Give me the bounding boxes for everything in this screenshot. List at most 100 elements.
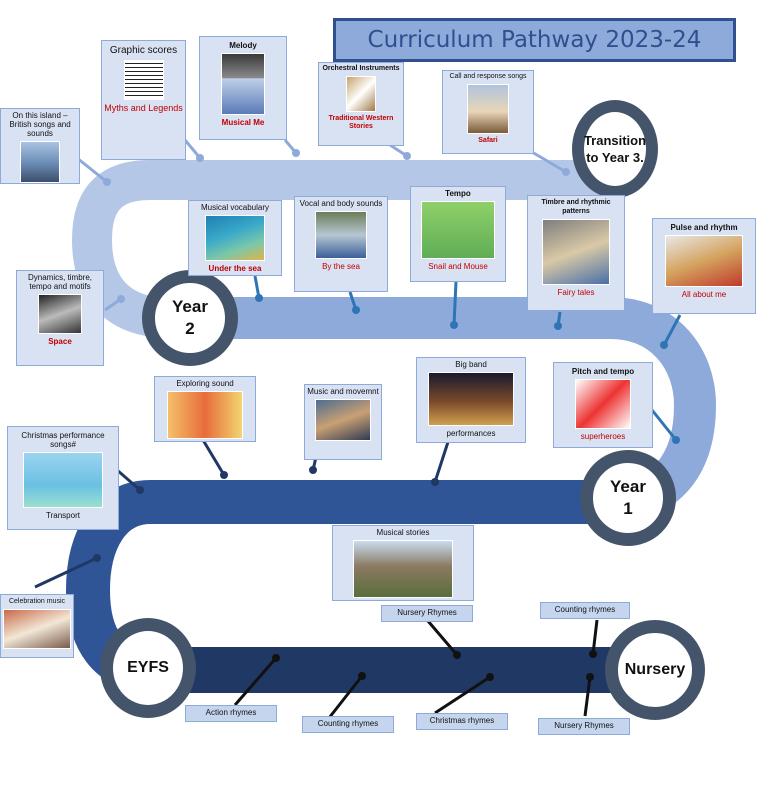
card-stories: Musical stories	[332, 525, 474, 601]
castle-photo	[353, 540, 453, 598]
connector-dot-orchestral	[403, 152, 411, 160]
astronaut-photo	[38, 294, 82, 334]
clapping-children-photo	[315, 399, 371, 441]
page-title: Curriculum Pathway 2023-24	[333, 18, 736, 62]
connector-exploring	[201, 439, 226, 476]
card-melody: Melody Musical Me	[199, 36, 287, 140]
connector-dot-christmas-rhymes	[486, 673, 494, 681]
stage-eyfs-label: EYFS	[127, 659, 169, 676]
card-vocal-title: Vocal and body sounds	[299, 199, 383, 208]
card-bigband-title: Big band	[455, 360, 487, 369]
card-bigband: Big band performances	[416, 357, 526, 443]
card-pitch-subtitle: superheroes	[580, 432, 626, 441]
label-counting-bottom: Counting rhymes	[302, 716, 394, 733]
label-christmas-rhymes: Christmas rhymes	[416, 713, 508, 730]
superhero-cartoon	[575, 379, 631, 429]
card-pitch: Pitch and tempo superheroes	[553, 362, 653, 448]
stage-year2-line1: Year	[172, 297, 208, 316]
card-vocab-subtitle: Under the sea	[208, 264, 262, 273]
connector-dot-vocal	[352, 306, 360, 314]
connector-tempo	[452, 281, 458, 326]
card-movement: Music and movemnt	[304, 384, 382, 460]
label-nursery-rhymes-top: Nursery Rhymes	[381, 605, 473, 622]
safari-photo	[467, 84, 509, 134]
connector-dot-bigband	[431, 478, 439, 486]
connector-dot-nursery-bottom	[586, 673, 594, 681]
card-callresp-title: Call and response songs	[449, 73, 527, 80]
connector-pitch	[650, 409, 678, 441]
card-melody-subtitle: Musical Me	[221, 118, 265, 127]
children-music-photo	[665, 235, 743, 287]
card-exploring-title: Exploring sound	[176, 379, 234, 388]
stage-transition: Transition to Year 3.	[572, 100, 658, 198]
connector-dot-timbre	[554, 322, 562, 330]
connector-dot-melody	[292, 149, 300, 157]
connector-dot-graphic	[196, 154, 204, 162]
label-counting-top: Counting rhymes	[540, 602, 630, 619]
card-vocab: Musical vocabulary Under the sea	[188, 200, 282, 276]
sheet-music-photo	[123, 60, 164, 100]
card-tempo-subtitle: Snail and Mouse	[428, 262, 488, 271]
band-stage-photo	[428, 372, 514, 426]
card-vocal: Vocal and body sounds By the sea	[294, 196, 388, 292]
connector-dot-celebration	[93, 554, 101, 562]
transport-cartoon	[23, 452, 103, 508]
connector-dot-island	[103, 178, 111, 186]
connector-dot-safari	[562, 168, 570, 176]
card-island-title: On this island – British songs and sound…	[9, 111, 71, 138]
beach-huts-photo	[20, 141, 60, 183]
connector-action	[233, 657, 278, 706]
label-nursery-rhymes-bottom: Nursery Rhymes	[538, 718, 630, 735]
card-tempo-title: Tempo	[445, 189, 471, 198]
card-stories-title: Musical stories	[376, 528, 430, 537]
connector-nursery-rhymes-bottom	[583, 676, 592, 717]
connector-christmas-rhymes	[434, 675, 491, 715]
connector-dot-movement	[309, 466, 317, 474]
card-graphic-title: Graphic scores	[109, 45, 178, 56]
connector-dot-christmas	[136, 486, 144, 494]
snail-mouse-cartoon	[421, 201, 495, 259]
singing-faces-cartoon	[167, 391, 243, 439]
connector-dot-vocab	[255, 294, 263, 302]
card-pulse-title: Pulse and rhythm	[670, 223, 738, 232]
card-christmas-title: Christmas performance songs#	[21, 431, 105, 449]
connector-bigband	[433, 441, 450, 483]
label-action: Action rhymes	[185, 705, 277, 722]
card-dynamics-subtitle: Space	[48, 337, 72, 346]
card-vocab-title: Musical vocabulary	[200, 203, 270, 212]
connector-dot-pulse	[660, 341, 668, 349]
connector-celebration	[34, 556, 98, 589]
children-beach-photo	[315, 211, 367, 259]
card-pitch-title: Pitch and tempo	[571, 367, 635, 376]
card-timbre: Timbre and rhythmic patterns Fairy tales	[527, 195, 625, 311]
card-timbre-subtitle: Fairy tales	[557, 288, 595, 297]
connector-dot-exploring	[220, 471, 228, 479]
stage-year1: Year 1	[580, 450, 676, 546]
card-tempo: Tempo Snail and Mouse	[410, 186, 506, 282]
card-graphic: Graphic scores Myths and Legends	[101, 40, 186, 160]
card-pulse-subtitle: All about me	[681, 290, 727, 299]
card-orchestral-title: Orchestral Instruments	[322, 65, 400, 72]
connector-pulse	[662, 314, 682, 346]
connector-nursery-rhymes-top	[426, 620, 459, 656]
card-celebration-title: Celebration music	[8, 598, 66, 605]
stage-year2: Year 2	[142, 270, 238, 366]
card-vocal-subtitle: By the sea	[322, 262, 360, 271]
card-callresp: Call and response songs Safari	[442, 70, 534, 154]
connector-dot-counting-bottom	[358, 672, 366, 680]
card-callresp-subtitle: Safari	[478, 137, 498, 144]
coral-reef-photo	[205, 215, 265, 261]
road-lane-top	[71, 160, 612, 338]
stage-transition-label: Transition to Year 3.	[583, 133, 647, 165]
card-pulse: Pulse and rhythm All about me	[652, 218, 756, 314]
boy-singing-photo	[221, 53, 265, 115]
card-christmas-subtitle: Transport	[46, 511, 80, 520]
card-bigband-subtitle: performances	[446, 429, 496, 438]
card-timbre-title: Timbre and rhythmic patterns	[541, 199, 611, 215]
card-island: On this island – British songs and sound…	[0, 108, 80, 184]
connector-dot-nursery-top	[453, 651, 461, 659]
card-orchestral-subtitle: Traditional Western Stories	[328, 115, 394, 130]
connector-christmas	[116, 468, 141, 492]
stage-year1-line2: 1	[623, 499, 633, 518]
connector-dot-counting-top	[589, 650, 597, 658]
